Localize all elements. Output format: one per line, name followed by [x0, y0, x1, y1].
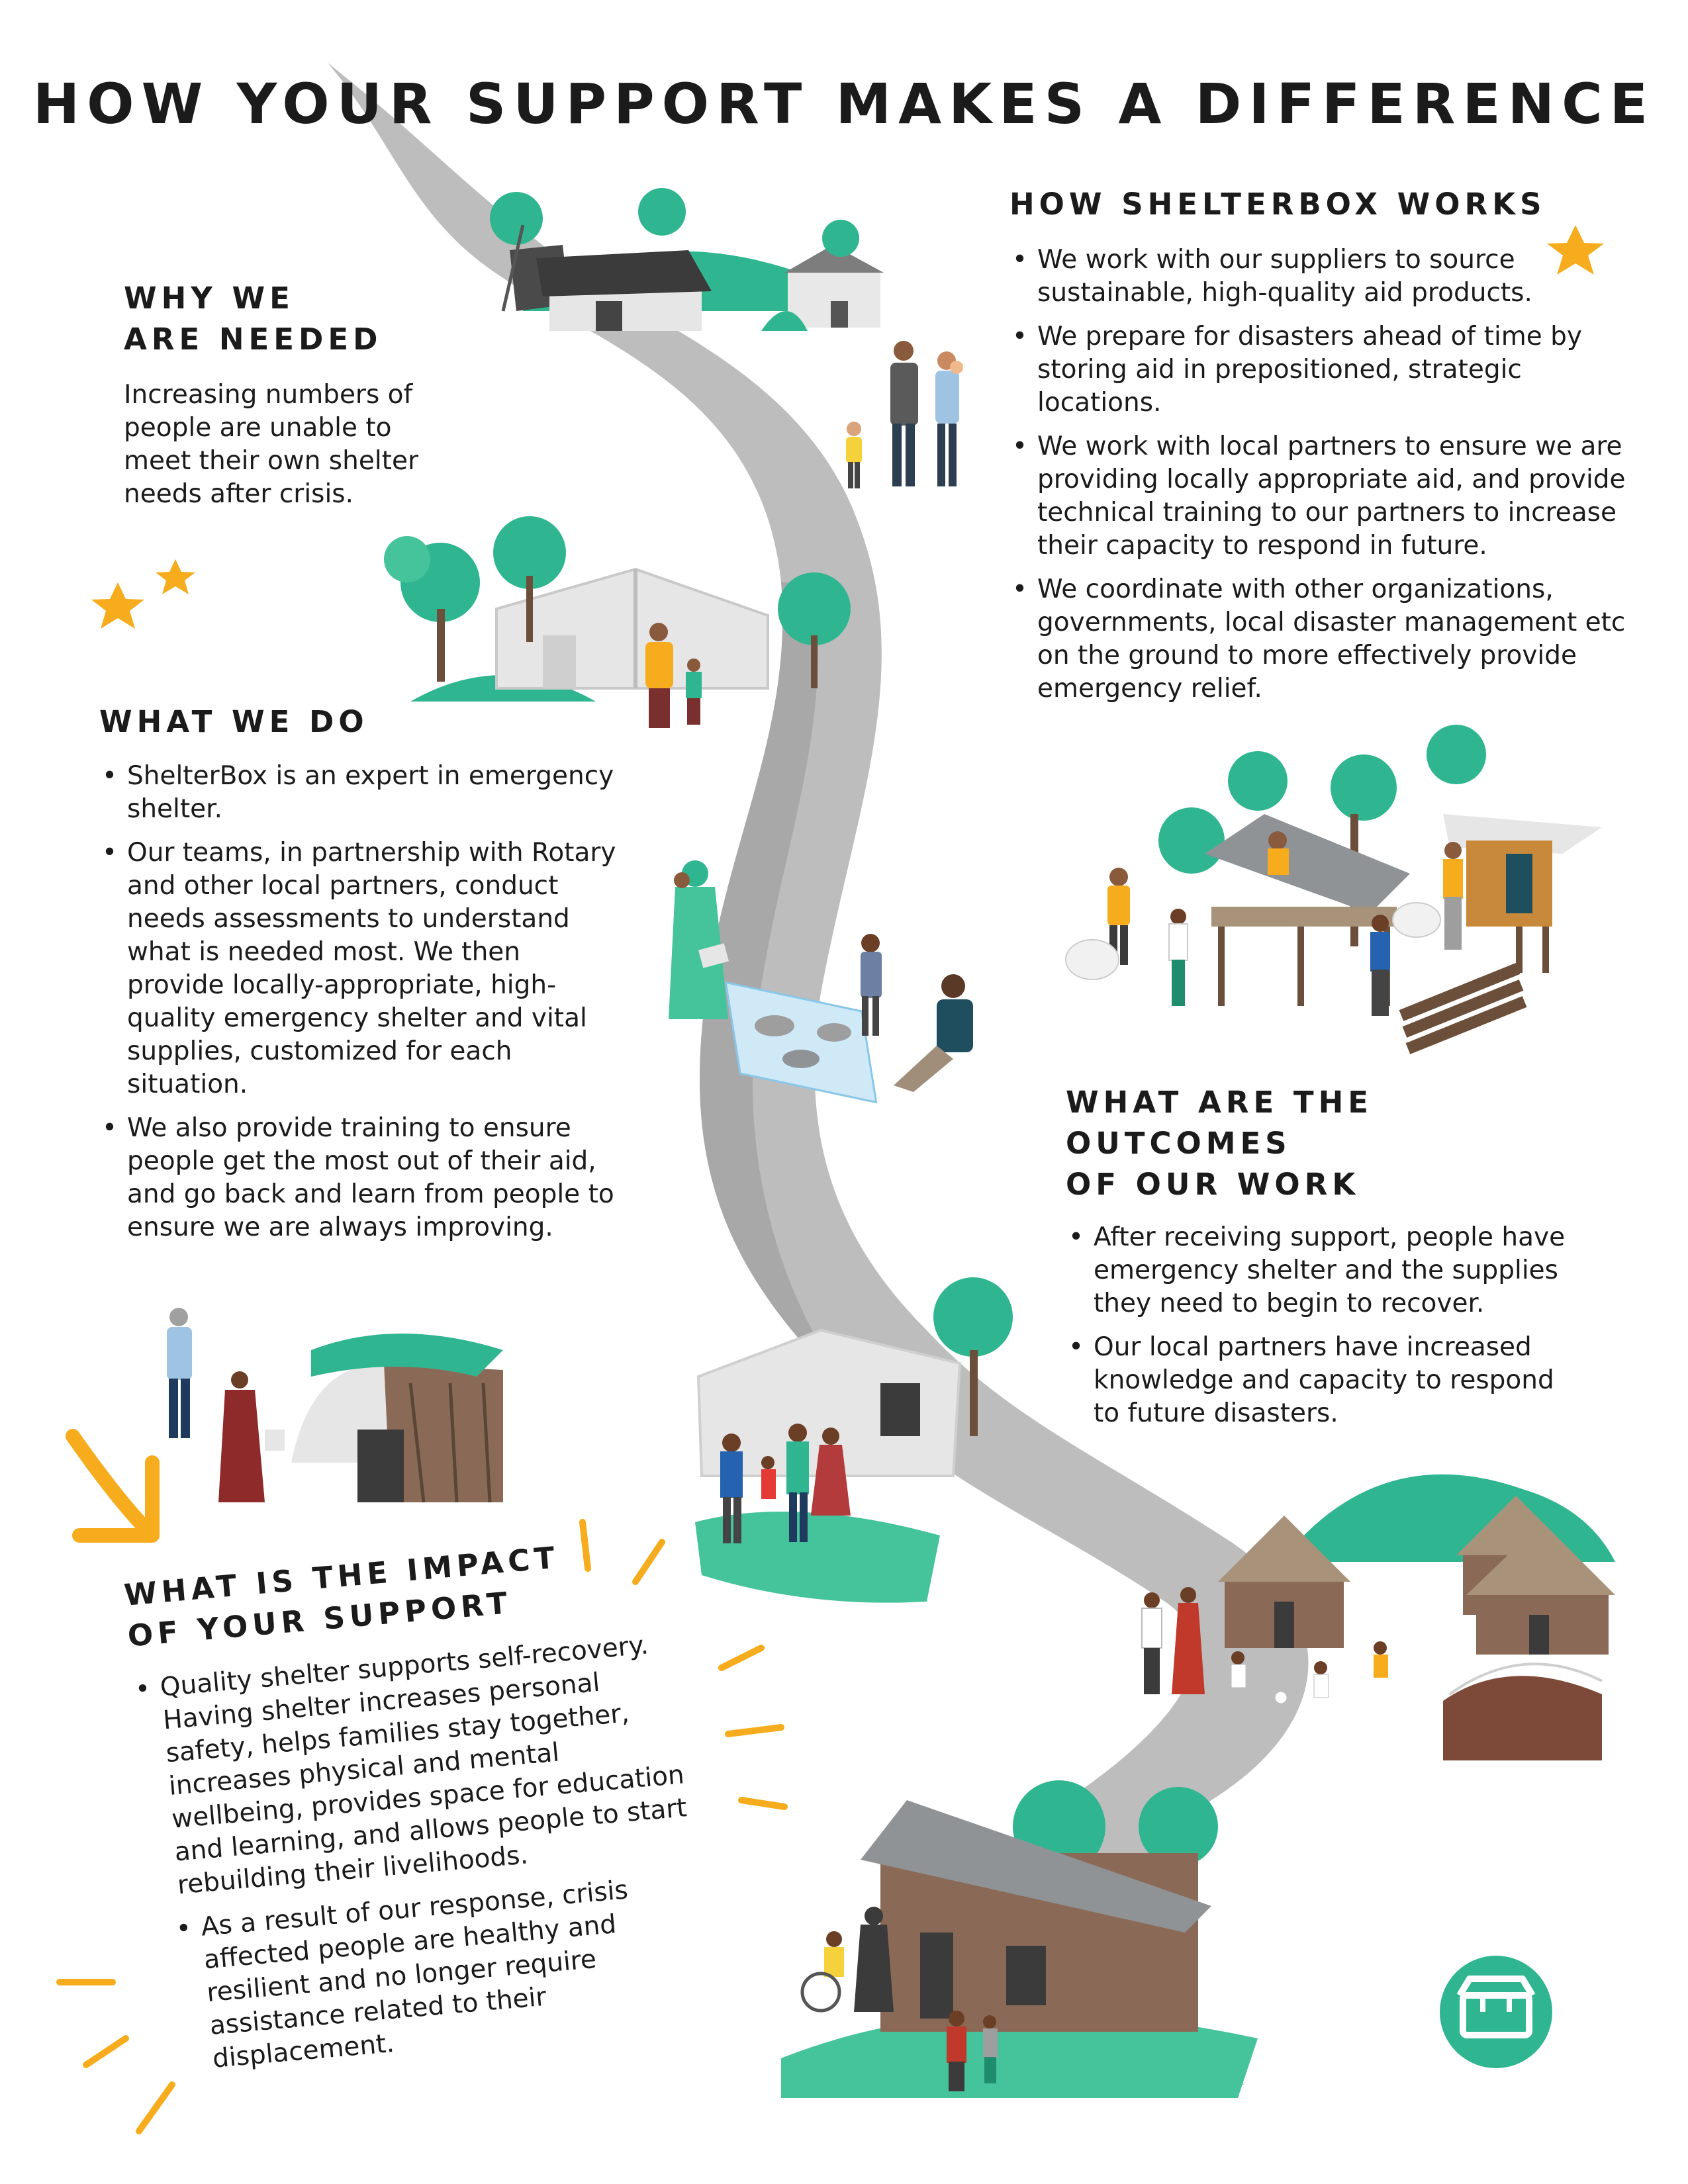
arrow-down-icon	[66, 1429, 160, 1543]
why-section: WHY WE ARE NEEDED Increasing numbers of …	[124, 278, 468, 511]
impact-section: WHAT IS THE IMPACT OF YOUR SUPPORT Quali…	[122, 1524, 748, 2091]
how-works-list: We work with our suppliers to source sus…	[1009, 244, 1632, 705]
what-we-do-heading: WHAT WE DO	[99, 704, 369, 739]
list-item: We work with our suppliers to source sus…	[1009, 244, 1632, 310]
shelter-building-scene	[1065, 725, 1602, 1054]
what-we-do-list: ShelterBox is an expert in emergency she…	[99, 760, 622, 1244]
outcomes-heading-line2: OF OUR WORK	[1066, 1167, 1360, 1202]
why-heading: WHY WE ARE NEEDED	[124, 278, 468, 360]
outcomes-list: After receiving support, people have eme…	[1066, 1221, 1582, 1430]
village-huts-scene	[1141, 1474, 1615, 1760]
permanent-house-scene	[781, 1780, 1258, 2098]
list-item: Quality shelter supports self-recovery. …	[131, 1626, 698, 1905]
star-icon	[91, 582, 144, 629]
list-item: Our local partners have increased knowle…	[1066, 1331, 1582, 1430]
what-we-do-section: WHAT WE DO ShelterBox is an expert in em…	[99, 702, 622, 1255]
why-body: Increasing numbers of people are unable …	[124, 380, 418, 509]
list-item: After receiving support, people have eme…	[1066, 1221, 1582, 1320]
how-works-section: HOW SHELTERBOX WORKS We work with our su…	[1009, 184, 1632, 716]
how-works-heading: HOW SHELTERBOX WORKS	[1009, 187, 1546, 222]
road-edge-shadow	[700, 582, 861, 1403]
outcomes-section: WHAT ARE THE OUTCOMES OF OUR WORK After …	[1066, 1082, 1609, 1441]
page-title: HOW YOUR SUPPORT MAKES A DIFFERENCE	[32, 71, 1656, 136]
storm-houses-scene	[490, 188, 884, 331]
list-item: As a result of our response, crisis affe…	[172, 1868, 714, 2079]
needs-assessment-scene	[669, 860, 973, 1104]
list-item: We coordinate with other organizations, …	[1009, 573, 1632, 705]
burst-lines	[56, 1519, 788, 2134]
winding-road	[328, 63, 1309, 2085]
tent-camp-scene	[384, 516, 851, 728]
hut-water-scene	[167, 1308, 503, 1503]
list-item: ShelterBox is an expert in emergency she…	[99, 760, 622, 826]
list-item: We prepare for disasters ahead of time b…	[1009, 320, 1632, 420]
list-item: We also provide training to ensure peopl…	[99, 1112, 622, 1244]
impact-list: Quality shelter supports self-recovery. …	[131, 1626, 714, 2080]
list-item: Our teams, in partnership with Rotary an…	[99, 837, 622, 1101]
outcomes-heading-line1: WHAT ARE THE OUTCOMES	[1066, 1085, 1373, 1161]
why-heading-line2: ARE NEEDED	[124, 322, 383, 357]
shelterbox-box-icon	[1440, 1956, 1552, 2068]
outcomes-heading: WHAT ARE THE OUTCOMES OF OUR WORK	[1066, 1082, 1609, 1205]
star-icon	[156, 559, 195, 594]
list-item: We work with local partners to ensure we…	[1009, 430, 1632, 563]
family-walking	[846, 341, 963, 488]
family-shelter-scene	[695, 1277, 1013, 1603]
why-heading-line1: WHY WE	[124, 281, 295, 316]
